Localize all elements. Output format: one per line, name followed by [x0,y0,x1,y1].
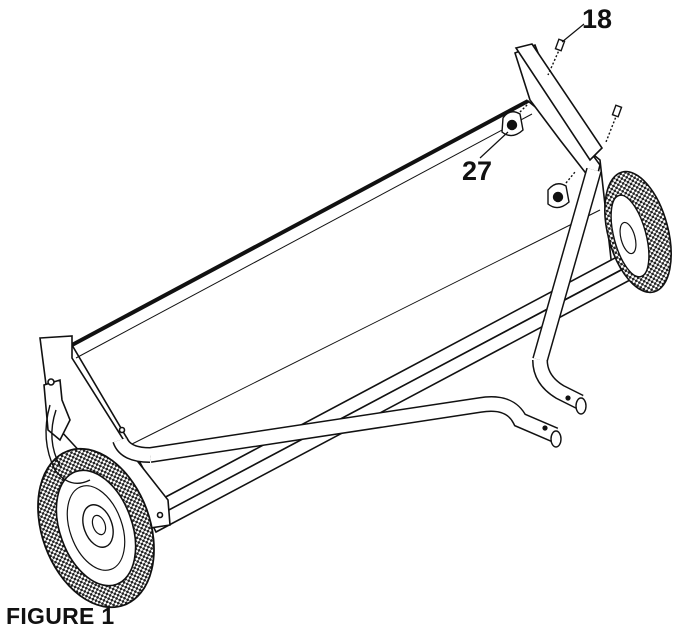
callout-27: 27 [462,156,493,186]
hopper-body [70,99,613,502]
leader-line-18 [561,23,585,43]
left-side-plate [39,335,171,529]
figure-caption: FIGURE 1 [6,603,115,629]
left-wheel [37,447,155,609]
leader-line-27 [479,131,509,159]
right-wheel [604,170,672,294]
pivot-cap-27 [501,103,576,209]
callout-18: 18 [582,4,613,34]
left-linkage [45,404,91,484]
handle [112,167,602,463]
upper-handle-post [514,43,604,162]
